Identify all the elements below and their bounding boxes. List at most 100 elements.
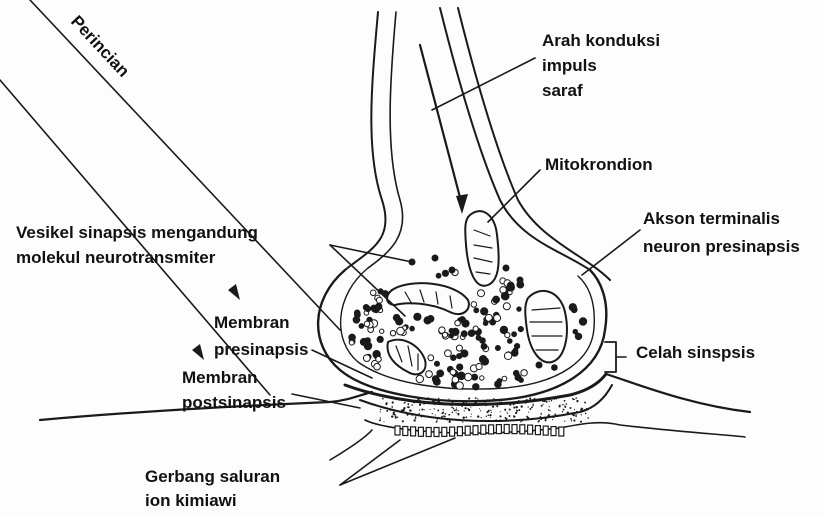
cleft-dot (563, 409, 565, 411)
cleft-dot (562, 411, 563, 412)
cleft-dot (380, 409, 382, 411)
axon-wall-left-inner (368, 12, 403, 268)
cleft-dot (529, 397, 531, 399)
label-perincian: Perincian (67, 12, 133, 81)
vesicle (442, 270, 448, 276)
ion-channel-gate (403, 427, 408, 436)
vesicle (437, 370, 444, 377)
cleft-dot (402, 420, 404, 422)
celah-bracket (605, 342, 616, 372)
membran-pre-pointer (312, 350, 372, 378)
vesicle (380, 329, 384, 333)
label-arah-line2: impuls (542, 56, 597, 75)
mitochondrion-bottom-left (388, 340, 426, 375)
vesicle (364, 342, 372, 350)
cleft-dot (542, 401, 543, 402)
vesicle (374, 363, 381, 370)
cleft-dot (421, 408, 423, 410)
cleft-dot (434, 404, 435, 405)
cleft-dot (442, 412, 444, 414)
cleft-dot (428, 416, 429, 417)
cleft-dot (509, 404, 511, 406)
cleft-dot (488, 410, 490, 412)
cleft-dot (396, 397, 397, 398)
vesicle (465, 373, 472, 380)
knob-inner-membrane (341, 268, 595, 389)
cleft-dot (411, 414, 413, 416)
cleft-dot (394, 414, 396, 416)
cleft-dot (547, 415, 549, 417)
cleft-dot (444, 413, 446, 415)
cleft-dot (380, 411, 381, 412)
mitochondrion-right (525, 291, 567, 362)
cleft-dot (456, 407, 457, 408)
ion-channel-gate (411, 427, 416, 436)
cleft-dot (466, 403, 467, 404)
cleft-dot (518, 409, 520, 411)
cleft-dot (424, 409, 425, 410)
vesicle (426, 371, 433, 378)
cleft-dot (543, 404, 544, 405)
cleft-dot (458, 410, 459, 411)
perincian-line-upper (30, 0, 340, 330)
ion-channel-gate (543, 426, 548, 435)
vesicle (517, 307, 521, 311)
perincian-arrowhead-lower (192, 344, 204, 360)
vesicle (504, 352, 511, 359)
label-gerbang-line1: Gerbang saluran (145, 467, 280, 486)
ion-channel-gate (465, 426, 470, 435)
cleft-dot (476, 420, 477, 421)
ion-channel-gate (520, 425, 525, 434)
label-akson-line1: Akson terminalis (643, 209, 780, 228)
cleft-dot (484, 400, 486, 402)
cleft-dot (499, 419, 501, 421)
ion-channel-gate (535, 426, 540, 435)
cleft-dot (573, 419, 575, 421)
cleft-dot (488, 401, 489, 402)
cleft-dot (492, 406, 494, 408)
cleft-dot (489, 414, 491, 416)
cleft-dot (448, 399, 449, 400)
cleft-dot (558, 405, 560, 407)
cleft-dot (566, 403, 568, 405)
vesicle (414, 313, 421, 320)
cleft-dot (455, 409, 457, 411)
akson-pointer (582, 230, 640, 275)
cleft-dot (534, 398, 536, 400)
cleft-dot (407, 406, 408, 407)
vesicle (552, 365, 558, 371)
cleft-dot (513, 404, 515, 406)
vesicle (481, 308, 488, 315)
vesicle (495, 346, 500, 351)
vesicle (480, 376, 484, 380)
cleft-dot (499, 402, 500, 403)
cleft-dot (477, 398, 478, 399)
perincian-lines (0, 0, 340, 395)
ion-channel-gate (496, 425, 501, 434)
cleft-dot (507, 413, 508, 414)
cleft-dot (441, 416, 443, 418)
label-akson-line2: neuron presinapsis (643, 237, 800, 256)
cleft-dot (417, 398, 419, 400)
cleft-dot (525, 402, 527, 404)
cleft-dot (528, 412, 529, 413)
cleft-dot (464, 410, 465, 411)
cleft-dot (470, 407, 471, 408)
cleft-dot (504, 409, 506, 411)
ion-channel-gate (473, 426, 478, 435)
vesicle (472, 374, 478, 380)
membran-post-pointer (292, 394, 360, 408)
vesicle (502, 376, 507, 381)
gerbang-pointer-1 (340, 440, 400, 485)
cleft-dot (411, 404, 412, 405)
vesicle (513, 348, 518, 353)
cleft-dot (506, 412, 507, 413)
cleft-dot (432, 400, 434, 402)
cleft-dot (431, 417, 432, 418)
vesicle (494, 315, 501, 322)
cleft-dot (576, 411, 578, 413)
cleft-dot (487, 399, 488, 400)
cleft-dot (438, 401, 440, 403)
